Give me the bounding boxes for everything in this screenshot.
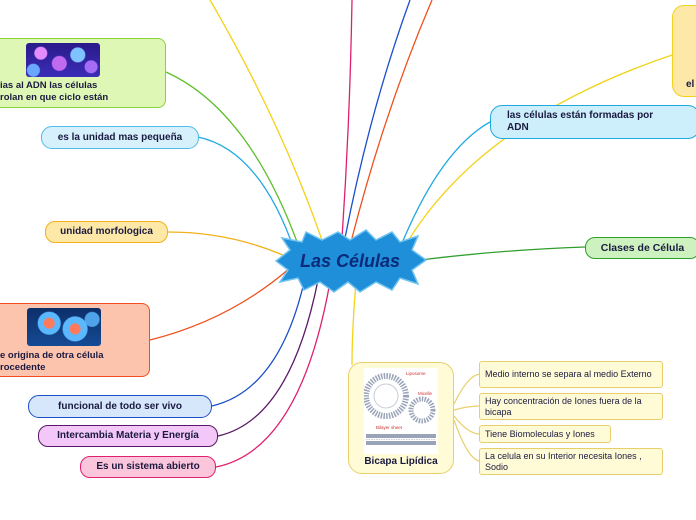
liposome-label: Liposome	[406, 371, 426, 376]
node-funcional[interactable]: funcional de todo ser vivo	[28, 395, 212, 418]
node-top-right[interactable]: el	[672, 5, 696, 97]
bicapa-leaf-3-label: Tiene Biomoleculas y Iones	[485, 428, 595, 439]
leaf-connector-2	[453, 405, 481, 411]
connector-top-yellow	[209, 0, 323, 241]
bicapa-leaf-3[interactable]: Tiene Biomoleculas y Iones	[479, 425, 611, 443]
label-unidad-pequena: es la unidad mas pequeña	[57, 131, 183, 143]
label-adn-ciclo: ias al ADN las células rolan en que cicl…	[0, 80, 109, 103]
label-bicapa: Bicapa Lipídica	[364, 456, 438, 467]
leaf-connector-1	[453, 373, 481, 405]
connector-top-orange	[351, 0, 433, 239]
connector-unidad-pequena	[197, 136, 296, 253]
cells-image-2	[27, 308, 101, 346]
bicapa-leaf-2[interactable]: Hay concentración de Iones fuera de la b…	[479, 393, 663, 420]
bicapa-leaf-1[interactable]: Medio interno se separa al medio Externo	[479, 361, 663, 388]
label-funcional: funcional de todo ser vivo	[58, 400, 182, 412]
node-formadas-adn[interactable]: las células están formadas por ADN	[490, 105, 696, 139]
node-morfologica[interactable]: unidad morfologica	[45, 221, 168, 243]
connector-funcional	[211, 277, 306, 407]
connector-top-blue	[344, 0, 411, 239]
label-intercambia: Intercambia Materia y Energía	[57, 430, 199, 441]
label-formadas-adn: las células están formadas por ADN	[507, 110, 654, 133]
bilayer-label: Bilayer sheet	[376, 425, 403, 430]
leaf-connector-3	[453, 415, 481, 435]
connector-adn-ciclo	[165, 71, 301, 251]
leaf-connector-4	[453, 419, 481, 462]
cells-image-1	[26, 43, 100, 77]
connector-formadas-adn	[399, 121, 491, 249]
node-sistema[interactable]: Es un sistema abierto	[80, 456, 216, 478]
node-intercambia[interactable]: Intercambia Materia y Energía	[38, 425, 218, 447]
connector-intercambia	[217, 279, 319, 437]
label-top-right: el	[686, 79, 695, 90]
label-morfologica: unidad morfologica	[60, 226, 153, 237]
label-origina: e origina de otra célula rocedente	[0, 350, 104, 373]
bicapa-leaf-4-label: La celula en su Interior necesita Iones …	[485, 450, 642, 472]
connector-origina	[149, 267, 291, 341]
node-clases[interactable]: Clases de Célula	[585, 237, 696, 259]
label-sistema: Es un sistema abierto	[96, 461, 200, 472]
connector-sistema	[215, 281, 331, 468]
connector-bicapa	[351, 281, 357, 366]
bicapa-leaf-1-label: Medio interno se separa al medio Externo	[485, 369, 652, 379]
bicapa-leaf-2-label: Hay concentración de Iones fuera de la b…	[485, 395, 642, 417]
micelle-label: Micelle	[418, 391, 433, 396]
center-title: Las Células	[300, 251, 400, 271]
connector-top-magenta	[341, 0, 353, 239]
center-node-shape[interactable]	[274, 229, 428, 293]
bilayer-image: Liposome Micelle Bilayer sheet	[364, 368, 438, 454]
node-unidad-pequena[interactable]: es la unidad mas pequeña	[41, 126, 199, 149]
connector-top-right	[404, 54, 673, 247]
connector-morfologica	[167, 231, 286, 257]
label-clases: Clases de Célula	[600, 242, 685, 254]
connector-clases	[419, 246, 586, 261]
bicapa-leaf-4[interactable]: La celula en su Interior necesita Iones …	[479, 448, 663, 475]
